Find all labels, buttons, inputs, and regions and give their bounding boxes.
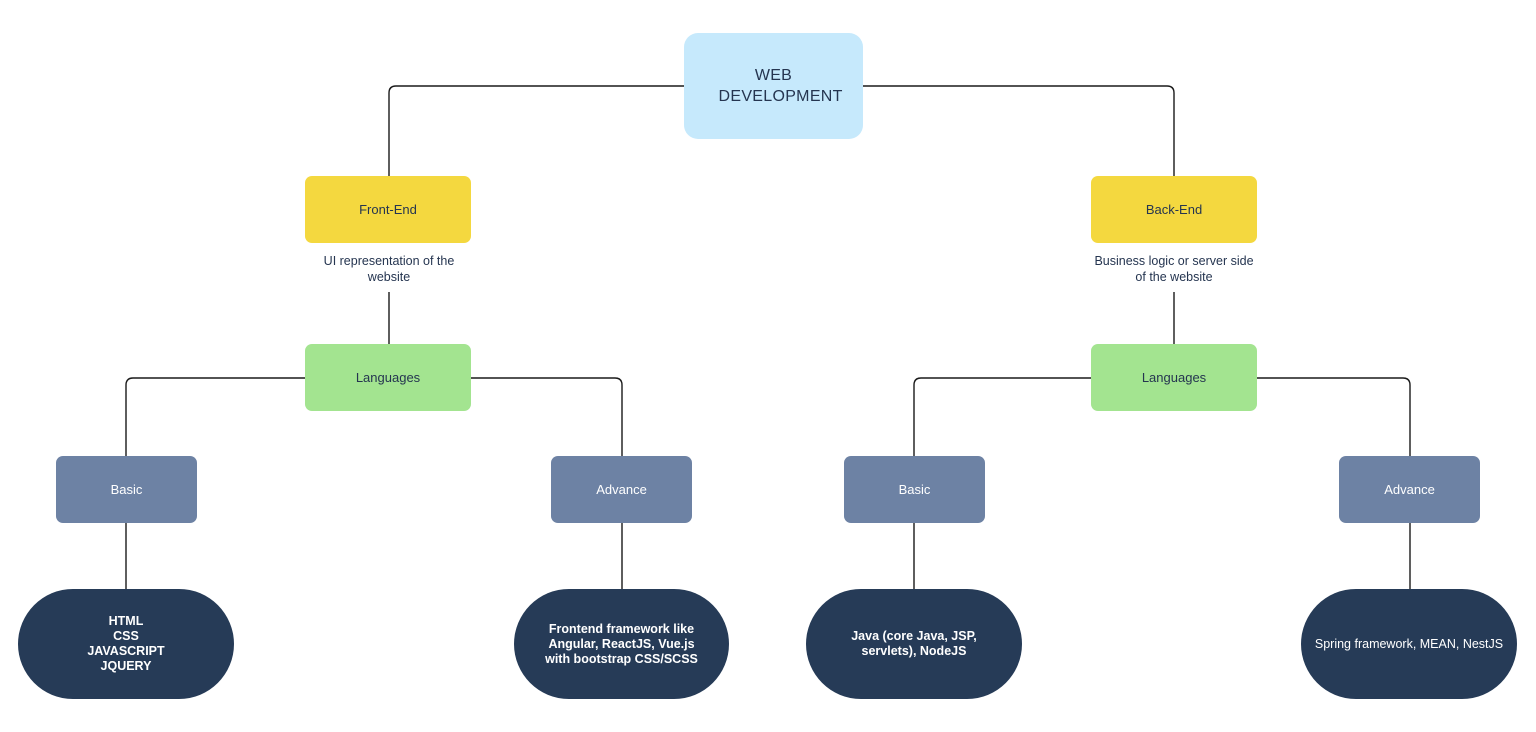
- frontend-languages-node: Languages: [305, 344, 471, 411]
- frontend-node: Front-End: [305, 176, 471, 243]
- frontend-basic-leaf: HTML CSS JAVASCRIPT JQUERY: [18, 589, 234, 699]
- backend-description: Business logic or server side of the web…: [1094, 254, 1254, 284]
- frontend-description: UI representation of the website: [323, 254, 455, 284]
- backend-basic-items: Java (core Java, JSP, servlets), NodeJS: [851, 629, 977, 658]
- frontend-advance-leaf: Frontend framework like Angular, ReactJS…: [514, 589, 729, 699]
- connector-root-frontend: [388, 85, 684, 176]
- backend-advance-node: Advance: [1339, 456, 1480, 523]
- backend-node: Back-End: [1091, 176, 1257, 243]
- frontend-languages-label: Languages: [355, 370, 421, 385]
- connector-root-backend: [863, 85, 1175, 176]
- frontend-basic-items: HTML CSS JAVASCRIPT JQUERY: [87, 614, 165, 673]
- connector-be-languages-basic: [913, 377, 1091, 456]
- backend-languages-node: Languages: [1091, 344, 1257, 411]
- backend-basic-label: Basic: [898, 482, 931, 497]
- backend-advance-label: Advance: [1384, 482, 1435, 497]
- root-node-web-development: WEB DEVELOPMENT: [684, 33, 863, 139]
- frontend-basic-node: Basic: [56, 456, 197, 523]
- frontend-advance-items: Frontend framework like Angular, ReactJS…: [545, 621, 698, 666]
- backend-advance-leaf: Spring framework, MEAN, NestJS: [1301, 589, 1517, 699]
- backend-basic-leaf: Java (core Java, JSP, servlets), NodeJS: [806, 589, 1022, 699]
- backend-node-label: Back-End: [1145, 202, 1203, 217]
- frontend-basic-label: Basic: [110, 482, 143, 497]
- frontend-advance-label: Advance: [596, 482, 647, 497]
- frontend-advance-node: Advance: [551, 456, 692, 523]
- connector-fe-languages-basic: [125, 377, 305, 456]
- connector-fe-languages-advance: [471, 377, 623, 456]
- frontend-node-label: Front-End: [359, 202, 417, 217]
- backend-languages-label: Languages: [1141, 370, 1207, 385]
- root-node-label: WEB DEVELOPMENT: [718, 67, 843, 105]
- connector-be-languages-advance: [1257, 377, 1411, 456]
- backend-advance-items: Spring framework, MEAN, NestJS: [1314, 636, 1504, 651]
- backend-basic-node: Basic: [844, 456, 985, 523]
